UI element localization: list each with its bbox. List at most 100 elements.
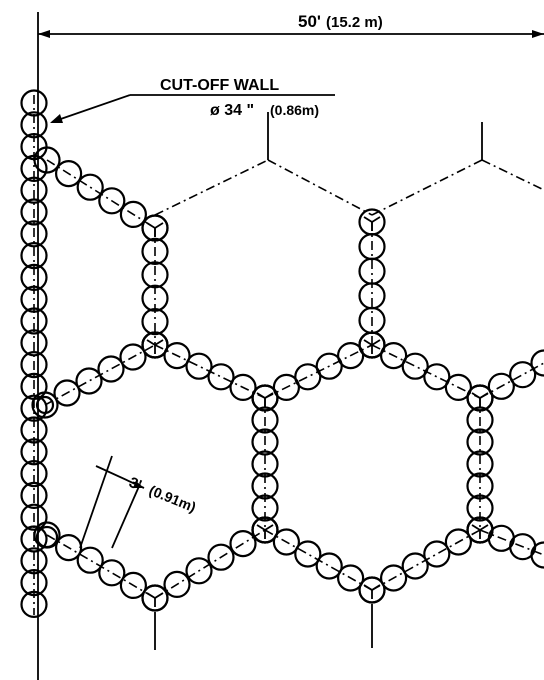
pile-circle bbox=[401, 552, 429, 580]
pile-circle bbox=[163, 570, 191, 599]
pile-circle bbox=[380, 564, 408, 592]
pile-circle bbox=[294, 363, 322, 391]
pile-circle bbox=[251, 428, 279, 456]
wall-pile bbox=[20, 176, 48, 204]
cell-centerline bbox=[154, 159, 269, 216]
pile-circle bbox=[466, 494, 494, 522]
pile-circle bbox=[337, 564, 365, 592]
junction-mark bbox=[146, 339, 156, 346]
wall-pile bbox=[20, 242, 48, 270]
cutoff-wall-diameter: ø 34 " bbox=[210, 102, 254, 119]
dimension-arrow-left bbox=[38, 30, 50, 38]
pile-circle bbox=[119, 343, 147, 371]
pile-circle bbox=[76, 546, 104, 574]
pile-circle bbox=[466, 384, 494, 412]
junction-mark bbox=[264, 392, 274, 399]
pile-circle bbox=[380, 342, 408, 370]
junction-mark bbox=[256, 392, 266, 399]
cell-centerline bbox=[371, 159, 483, 216]
pile-circle bbox=[272, 528, 300, 556]
wall-pile-edge bbox=[35, 395, 55, 415]
pile-circle bbox=[466, 450, 494, 478]
pile-circle bbox=[207, 543, 235, 571]
pile-circle bbox=[251, 406, 279, 434]
cutoff-wall-title: CUT-OFF WALL bbox=[160, 77, 279, 94]
wall-pile bbox=[20, 394, 48, 422]
wall-pile-edge bbox=[35, 525, 59, 549]
pile-circle bbox=[272, 373, 300, 401]
extension-line-2 bbox=[111, 483, 141, 549]
pile-circle bbox=[444, 373, 472, 401]
wall-pile bbox=[20, 89, 48, 117]
pile-circle bbox=[141, 584, 169, 612]
pile-circle bbox=[185, 352, 213, 380]
pile-circle bbox=[423, 363, 451, 391]
callout-leader bbox=[51, 94, 131, 123]
pile-circle bbox=[509, 361, 537, 389]
pile-circle bbox=[75, 367, 103, 395]
junction-mark bbox=[154, 592, 164, 599]
wall-pile bbox=[20, 525, 48, 553]
pile-circle bbox=[251, 450, 279, 478]
pile-circle bbox=[466, 406, 494, 434]
overall-dimension: 50' (15.2 m) bbox=[37, 12, 544, 680]
wall-pile bbox=[20, 568, 48, 597]
wall-pile bbox=[20, 351, 48, 379]
pile-circle bbox=[54, 160, 83, 188]
pile-circle bbox=[229, 529, 257, 558]
junction-mark bbox=[363, 339, 373, 346]
wall-pile bbox=[20, 481, 48, 509]
wall-pile bbox=[20, 590, 48, 619]
pile-circle bbox=[229, 373, 257, 401]
pile-circle bbox=[141, 261, 169, 289]
junction-mark bbox=[363, 216, 373, 223]
pile-circle bbox=[251, 516, 279, 544]
wall-pile bbox=[20, 329, 48, 357]
pile-circle bbox=[97, 355, 125, 383]
junction-mark bbox=[371, 216, 381, 223]
wall-pile bbox=[20, 460, 48, 488]
wall-pile bbox=[20, 198, 48, 226]
pile-circle bbox=[337, 342, 365, 370]
wall-pile bbox=[20, 416, 48, 444]
pile-circle bbox=[358, 576, 386, 604]
wall-pile bbox=[20, 111, 48, 139]
pile-circle bbox=[358, 331, 386, 359]
wall-pile bbox=[20, 372, 48, 400]
junction-mark bbox=[154, 339, 164, 346]
junction-mark bbox=[371, 584, 381, 591]
spacing-arrow bbox=[133, 481, 144, 488]
pile-circle bbox=[141, 237, 169, 265]
dimension-value: 50' bbox=[298, 12, 321, 31]
pile-circle bbox=[141, 284, 169, 312]
wall-pile bbox=[20, 503, 48, 531]
junction-mark bbox=[363, 584, 373, 591]
junction-mark bbox=[256, 524, 266, 531]
pile-circle bbox=[141, 308, 169, 336]
pile-circle bbox=[466, 472, 494, 500]
junction-mark bbox=[154, 222, 164, 229]
pile-circle bbox=[53, 379, 81, 407]
cell-centerline bbox=[481, 159, 544, 191]
pile-circle bbox=[119, 200, 147, 228]
pile-circle bbox=[163, 342, 191, 370]
pile-circle bbox=[98, 187, 126, 215]
pile-circle bbox=[423, 540, 451, 568]
wall-pile bbox=[20, 307, 48, 335]
junction-mark bbox=[371, 339, 381, 346]
pile-circle bbox=[207, 363, 235, 391]
callout-arrowhead bbox=[50, 114, 63, 123]
pile-circle bbox=[251, 384, 279, 412]
dimension-metric: (15.2 m) bbox=[326, 14, 383, 31]
pile-circle bbox=[251, 494, 279, 522]
pile-circle bbox=[487, 372, 515, 400]
extension-line-1 bbox=[79, 455, 113, 549]
wall-pile bbox=[20, 154, 48, 182]
cell-centerline bbox=[267, 159, 373, 216]
junction-mark bbox=[479, 392, 489, 399]
junction-mark bbox=[479, 524, 489, 531]
wall-pile bbox=[20, 263, 48, 291]
cutoff-wall-callout: CUT-OFF WALL ø 34 " (0.86m) bbox=[50, 77, 335, 123]
cutoff-wall-diameter-metric: (0.86m) bbox=[270, 102, 319, 118]
